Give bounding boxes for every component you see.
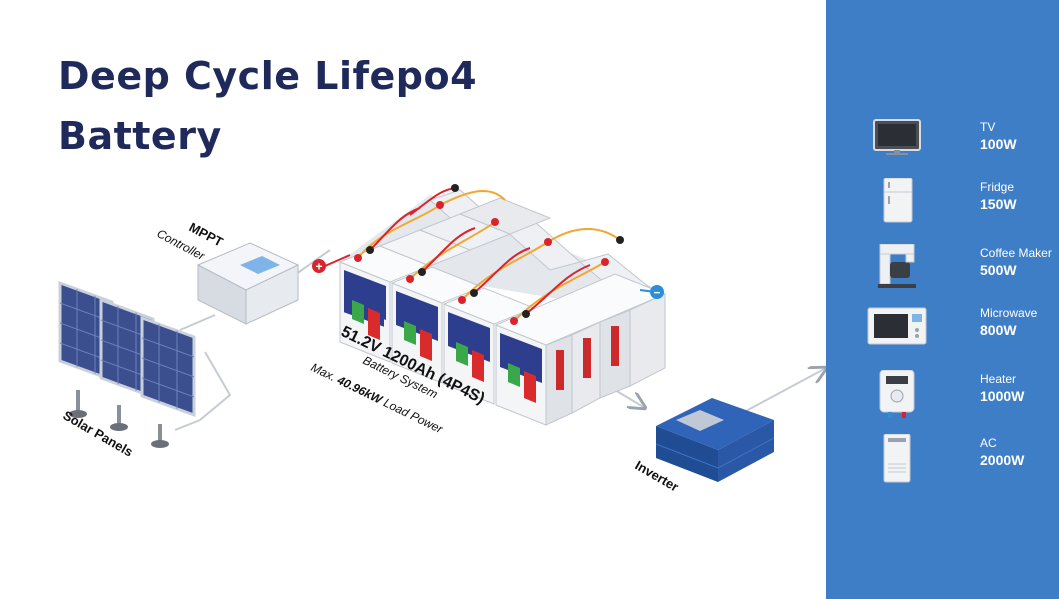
appliance-name: Heater [980,372,1017,386]
battery-bank-icon [324,184,667,426]
appliance-ac: AC 2000W [866,434,1056,484]
solar-panels-icon [58,280,196,448]
fridge-icon [883,178,913,223]
appliance-fridge: Fridge 150W [866,178,1056,228]
positive-symbol: + [315,260,322,274]
coffee-maker-icon [878,244,916,288]
tv-icon [873,119,921,155]
solar-panels-label: Solar Panels [61,408,136,460]
appliance-power: 1000W [980,388,1025,404]
load-prefix: Max. [309,360,339,384]
appliance-name: TV [980,120,996,134]
appliance-power: 150W [980,196,1017,212]
system-diagram: + − MPPT Controller Solar Panels Inverte… [58,184,826,494]
appliance-microwave: Microwave 800W [866,304,1056,354]
heater-icon [879,370,915,418]
appliance-power: 2000W [980,452,1025,468]
appliance-tv: TV 100W [866,118,1056,168]
appliances-panel: TV 100W Fridge 150W Coffee Maker 500W [826,0,1059,599]
microwave-icon [867,307,927,345]
appliance-power: 800W [980,322,1017,338]
load-suffix: Load Power [381,396,446,437]
mppt-controller-icon [196,242,300,325]
appliance-heater: Heater 1000W [866,370,1056,420]
ac-icon [883,434,911,483]
appliance-name: Fridge [980,180,1015,194]
appliance-name: Microwave [980,306,1038,320]
negative-symbol: − [653,286,660,300]
appliance-coffee-maker: Coffee Maker 500W [866,244,1056,294]
negative-terminal-marker: − [650,285,664,300]
appliance-power: 500W [980,262,1017,278]
appliance-name: Coffee Maker [980,246,1052,260]
positive-terminal-marker: + [312,259,326,274]
load-value: 40.96kW [334,373,386,408]
inverter-icon [655,398,775,482]
page-title-line-2: Battery [58,114,222,158]
page-title-line-1: Deep Cycle Lifepo4 [58,54,478,98]
appliance-name: AC [980,436,997,450]
appliance-power: 100W [980,136,1017,152]
